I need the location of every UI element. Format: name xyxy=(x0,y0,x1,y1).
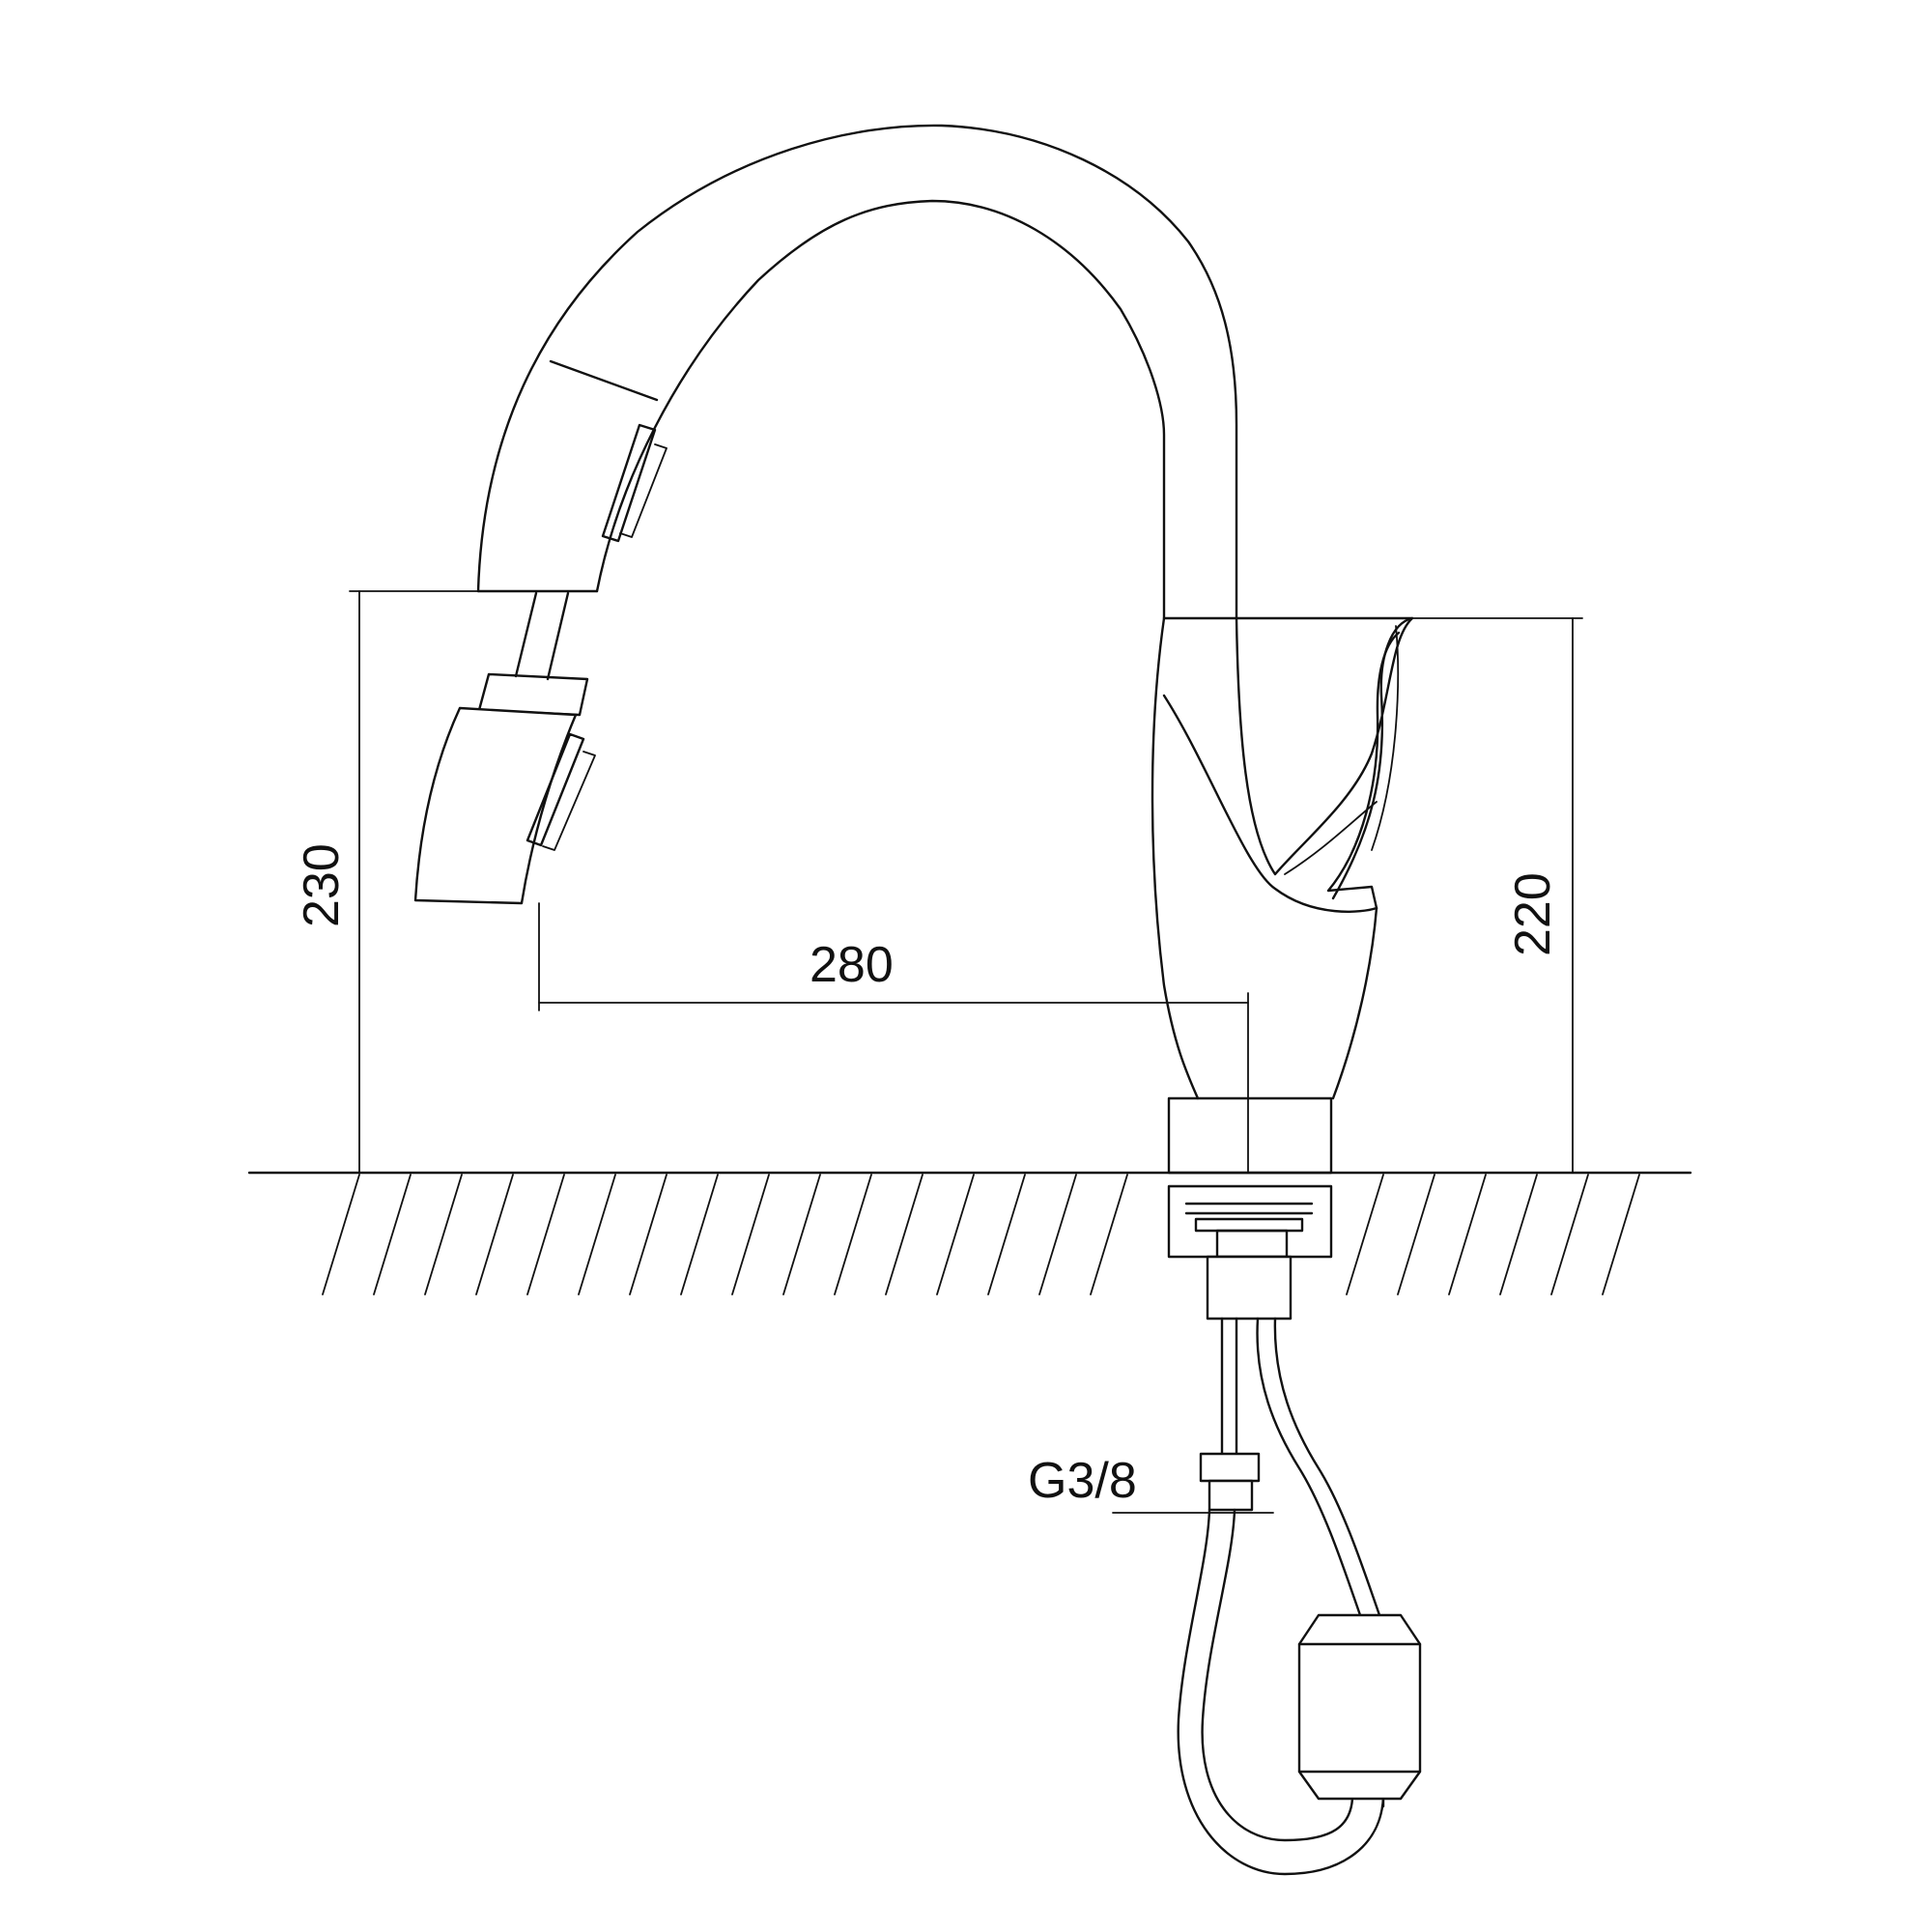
mount-block xyxy=(1167,1184,1333,1259)
hatch-line xyxy=(629,1174,668,1295)
hatch-line xyxy=(526,1174,565,1295)
dim-230-label: 230 xyxy=(294,843,350,927)
hatch-line xyxy=(424,1174,463,1295)
mount-shank xyxy=(1206,1255,1293,1321)
hose-right-inner xyxy=(1273,1317,1381,1617)
spray-head-button-inner xyxy=(542,751,596,851)
hatch-line xyxy=(1499,1174,1538,1295)
hatch-line xyxy=(1550,1174,1589,1295)
countertop-hatching xyxy=(322,1174,1640,1295)
spray-head xyxy=(413,591,596,905)
mounting-hardware xyxy=(1167,1184,1333,1321)
spout-inner-edge xyxy=(595,199,1166,620)
spray-hose-right xyxy=(546,591,570,681)
spout-ring-line xyxy=(549,359,659,402)
hatch-line xyxy=(987,1174,1026,1295)
faucet-body xyxy=(1151,616,1414,1175)
counterweight xyxy=(1297,1613,1422,1801)
dimension-thread: G3/8 xyxy=(1028,1453,1274,1514)
dimension-280: 280 xyxy=(538,902,1249,1174)
hatch-line xyxy=(1602,1174,1640,1295)
spout-button-inner xyxy=(619,443,668,538)
hatch-line xyxy=(834,1174,872,1295)
base-flange xyxy=(1167,1096,1333,1175)
handle-blade-inner xyxy=(1326,631,1401,910)
hatch-line xyxy=(680,1174,719,1295)
dimension-230: 230 xyxy=(294,590,479,1174)
handle-cutout xyxy=(1235,616,1414,876)
thread-nut-lower xyxy=(1208,1479,1254,1512)
hatch-line xyxy=(578,1174,616,1295)
handle-blade-edge xyxy=(1371,625,1400,851)
spray-collar xyxy=(477,672,589,717)
supply-hoses xyxy=(1177,1317,1422,1876)
hatch-line xyxy=(1397,1174,1435,1295)
hatch-line xyxy=(475,1174,514,1295)
dimension-220: 220 xyxy=(1411,617,1583,1174)
hatch-line xyxy=(1346,1174,1384,1295)
hose-right-outer xyxy=(1256,1317,1362,1617)
body-right-edge xyxy=(1331,906,1378,1100)
spray-head-body xyxy=(413,706,578,905)
handle-blade-outer xyxy=(1331,616,1414,900)
dim-220-label: 220 xyxy=(1505,872,1561,956)
handle-blade-edge-2 xyxy=(1284,801,1378,875)
spout-button xyxy=(601,423,657,543)
hatch-line xyxy=(782,1174,821,1295)
spray-head-button xyxy=(526,732,585,847)
spray-hose-left xyxy=(514,591,538,678)
handle-lever xyxy=(1162,694,1378,913)
hose-loop-inner xyxy=(1201,1508,1354,1842)
spout-gooseneck xyxy=(476,124,1238,620)
hatch-line xyxy=(936,1174,975,1295)
spout-outer-edge xyxy=(476,124,1238,620)
hatch-line xyxy=(322,1174,360,1295)
thread-label: G3/8 xyxy=(1028,1453,1137,1509)
hatch-line xyxy=(373,1174,412,1295)
countertop xyxy=(247,1171,1692,1295)
hatch-line xyxy=(885,1174,923,1295)
hatch-line xyxy=(1448,1174,1487,1295)
dim-280-label: 280 xyxy=(810,937,894,993)
hatch-line xyxy=(731,1174,770,1295)
hatch-line xyxy=(1038,1174,1077,1295)
body-left-edge xyxy=(1151,616,1200,1100)
thread-nut xyxy=(1199,1452,1261,1483)
hose-loop-outer xyxy=(1177,1508,1385,1876)
hatch-line xyxy=(1090,1174,1128,1295)
